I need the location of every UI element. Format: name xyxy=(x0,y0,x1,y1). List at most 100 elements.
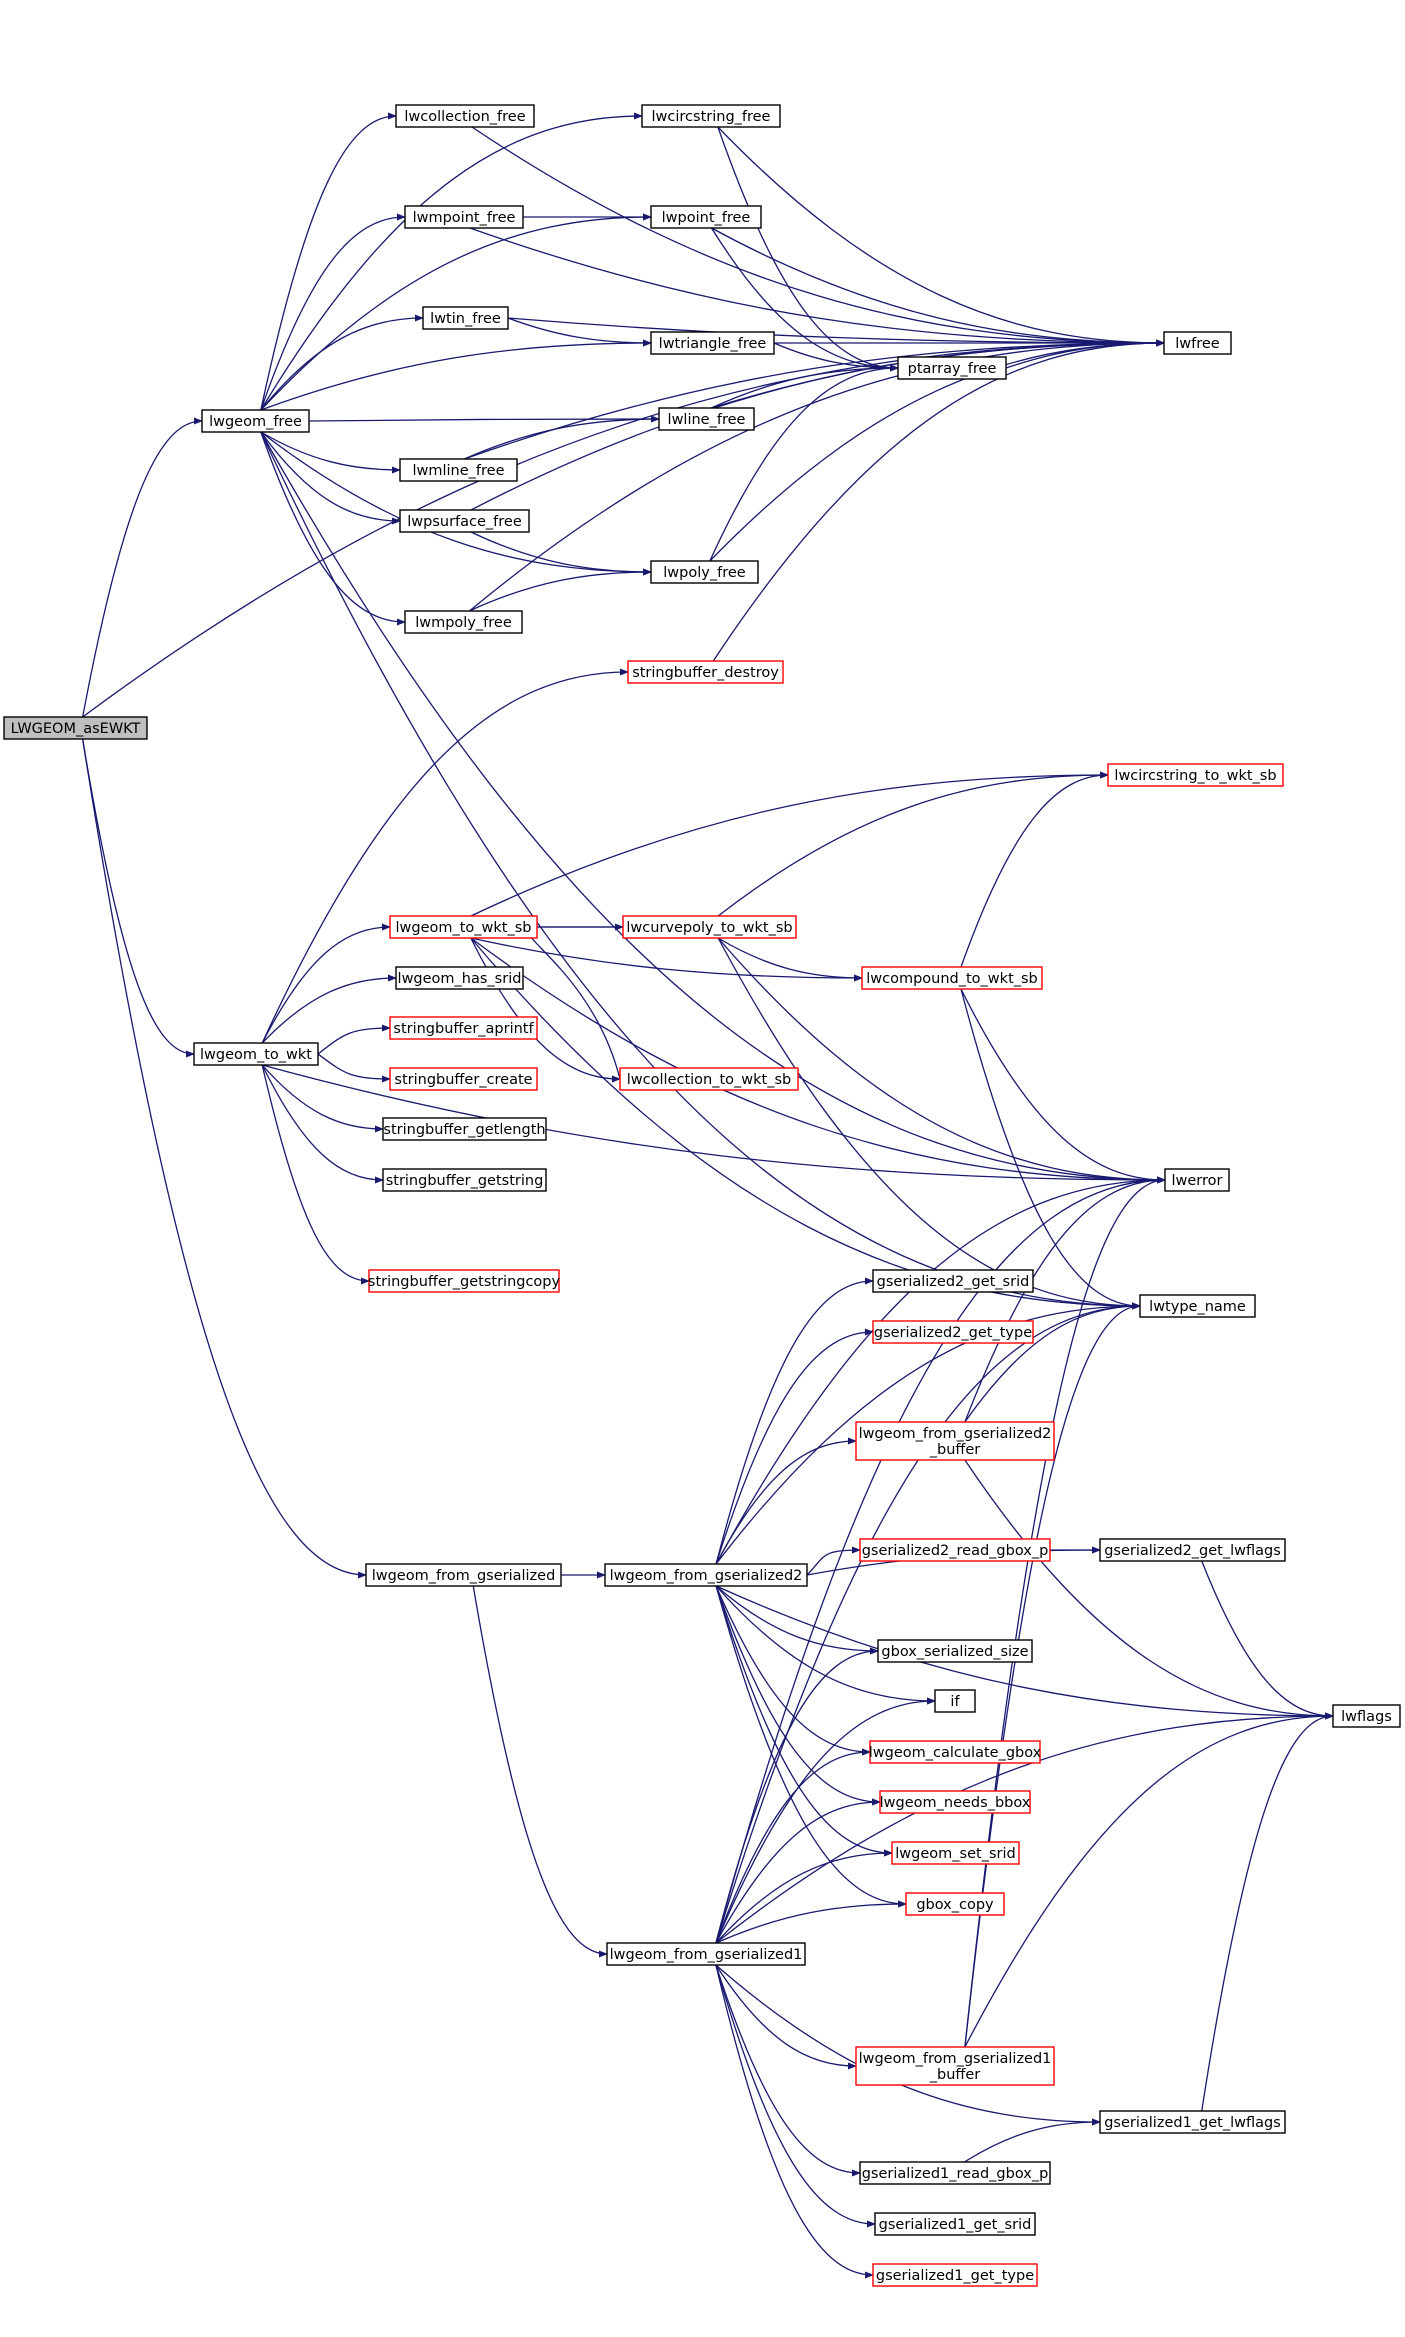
node-lwgeom-to-wkt-sb[interactable]: lwgeom_to_wkt_sb xyxy=(389,915,538,939)
node-label: lwfree xyxy=(1175,336,1220,352)
node-gserialized2-get-lwflags[interactable]: gserialized2_get_lwflags xyxy=(1099,1538,1286,1562)
node-gserialized2-get-srid[interactable]: gserialized2_get_srid xyxy=(872,1269,1034,1293)
node-gserialized1-get-srid[interactable]: gserialized1_get_srid xyxy=(874,2212,1036,2236)
node-lwline-free[interactable]: lwline_free xyxy=(658,407,755,431)
node-box xyxy=(399,458,518,482)
node-lwmpoly-free[interactable]: lwmpoly_free xyxy=(404,610,523,634)
node-lwfree[interactable]: lwfree xyxy=(1163,331,1232,355)
node-box xyxy=(1139,1294,1256,1318)
node-lwpoly-free[interactable]: lwpoly_free xyxy=(650,560,759,584)
node-label: gserialized1_get_type xyxy=(876,2268,1034,2284)
node-lwcurvepoly-to-wkt-sb[interactable]: lwcurvepoly_to_wkt_sb xyxy=(622,915,797,939)
node-box xyxy=(658,407,755,431)
node-box xyxy=(606,1942,806,1966)
node-lwgeom-from-gserialized1[interactable]: lwgeom_from_gserialized1 xyxy=(606,1942,806,1966)
edge-lwgeom-from-gserialized2-to-lwgeom-set-srid xyxy=(715,1585,893,1857)
node-label: lwgeom_calculate_gbox xyxy=(869,1745,1042,1761)
node-gserialized1-read-gbox-p[interactable]: gserialized1_read_gbox_p xyxy=(859,2161,1051,2185)
edge-lwcollection-free-to-lwfree xyxy=(471,126,1165,347)
edge-lwmpoly-free-to-lwpoly-free xyxy=(469,568,652,612)
node-lwcollection-to-wkt-sb[interactable]: lwcollection_to_wkt_sb xyxy=(619,1067,799,1091)
node-lwtype-name[interactable]: lwtype_name xyxy=(1139,1294,1256,1318)
node-label: lwcurvepoly_to_wkt_sb xyxy=(626,920,792,936)
node-lwtin-free[interactable]: lwtin_free xyxy=(422,306,509,330)
node-stringbuffer-getlength[interactable]: stringbuffer_getlength xyxy=(382,1117,547,1141)
node-lwerror[interactable]: lwerror xyxy=(1164,1168,1230,1192)
node-box xyxy=(650,205,762,229)
edge-lwgeom-free-to-lwerror xyxy=(260,431,1166,1184)
edge-lwpoint-free-to-lwfree xyxy=(711,227,1165,347)
edge-lwgeom-free-to-lwcircstring-free xyxy=(260,112,643,411)
node-lwgeom-has-srid[interactable]: lwgeom_has_srid xyxy=(395,966,524,990)
node-label: gserialized1_read_gbox_p xyxy=(862,2166,1049,2182)
node-lwtriangle-free[interactable]: lwtriangle_free xyxy=(650,331,775,355)
node-stringbuffer-getstringcopy[interactable]: stringbuffer_getstringcopy xyxy=(368,1269,561,1293)
node-gserialized1-get-lwflags[interactable]: gserialized1_get_lwflags xyxy=(1099,2110,1286,2134)
node-lwgeom-calculate-gbox[interactable]: lwgeom_calculate_gbox xyxy=(869,1740,1042,1764)
node-box xyxy=(905,1892,1005,1916)
node-label: lwcircstring_to_wkt_sb xyxy=(1114,768,1276,784)
node-label: lwcollection_free xyxy=(404,109,525,125)
node-stringbuffer-getstring[interactable]: stringbuffer_getstring xyxy=(382,1168,547,1192)
node-lwgeom-set-srid[interactable]: lwgeom_set_srid xyxy=(891,1841,1020,1865)
node-gserialized1-get-type[interactable]: gserialized1_get_type xyxy=(872,2263,1038,2287)
edge-lwgeom-to-wkt-sb-to-lwcollection-to-wkt-sb xyxy=(470,937,621,1083)
node-label: gserialized2_get_type xyxy=(874,1325,1032,1341)
edge-lwline-free-to-ptarray-free xyxy=(710,364,899,409)
node-label: stringbuffer_create xyxy=(394,1072,532,1088)
node-gbox-serialized-size[interactable]: gbox_serialized_size xyxy=(877,1639,1033,1663)
node-label: lwgeom_needs_bbox xyxy=(880,1795,1031,1811)
node-lwgeom-needs-bbox[interactable]: lwgeom_needs_bbox xyxy=(879,1790,1031,1814)
node-label: gserialized2_get_srid xyxy=(877,1274,1030,1290)
node-lwmline-free[interactable]: lwmline_free xyxy=(399,458,518,482)
node-box xyxy=(627,660,784,684)
node-lwgeom-from-gserialized2-buffer[interactable]: lwgeom_from_gserialized2_buffer xyxy=(855,1421,1055,1461)
edge-lwgeom-to-wkt-to-stringbuffer-create xyxy=(317,1053,391,1083)
edge-lwgeom-from-gserialized1-to-if xyxy=(715,1697,936,1944)
node-label: gserialized2_read_gbox_p xyxy=(862,1543,1049,1559)
node-ptarray-free[interactable]: ptarray_free xyxy=(897,356,1007,380)
node-label: _buffer xyxy=(929,1442,981,1458)
node-lwgeom-from-gserialized1-buffer[interactable]: lwgeom_from_gserialized1_buffer xyxy=(855,2046,1055,2086)
node-box xyxy=(389,1016,538,1040)
node-box xyxy=(934,1689,976,1713)
node-if[interactable]: if xyxy=(934,1689,976,1713)
node-box xyxy=(874,2212,1036,2236)
node-lwgeom-asewkt[interactable]: LWGEOM_asEWKT xyxy=(3,716,148,740)
node-box xyxy=(382,1168,547,1192)
node-stringbuffer-create[interactable]: stringbuffer_create xyxy=(389,1067,538,1091)
node-lwcircstring-to-wkt-sb[interactable]: lwcircstring_to_wkt_sb xyxy=(1107,763,1284,787)
node-label: lwtriangle_free xyxy=(659,336,767,352)
node-gserialized2-read-gbox-p[interactable]: gserialized2_read_gbox_p xyxy=(859,1538,1051,1562)
edge-lwcompound-to-wkt-sb-to-lwerror xyxy=(960,988,1166,1184)
node-lwmpoint-free[interactable]: lwmpoint_free xyxy=(404,205,524,229)
edge-lwcollection-to-wkt-sb-to-lwgeom-to-wkt-sb xyxy=(526,923,621,1080)
node-lwgeom-free[interactable]: lwgeom_free xyxy=(201,409,310,433)
node-label: lwgeom_from_gserialized1 xyxy=(859,2051,1052,2067)
node-lwpsurface-free[interactable]: lwpsurface_free xyxy=(399,509,530,533)
node-box xyxy=(1099,1538,1286,1562)
node-stringbuffer-aprintf[interactable]: stringbuffer_aprintf xyxy=(389,1016,538,1040)
node-lwflags[interactable]: lwflags xyxy=(1332,1704,1401,1728)
node-label: lwerror xyxy=(1172,1173,1223,1189)
node-box xyxy=(650,331,775,355)
node-lwpoint-free[interactable]: lwpoint_free xyxy=(650,205,762,229)
node-gserialized2-get-type[interactable]: gserialized2_get_type xyxy=(872,1320,1034,1344)
node-lwgeom-from-gserialized[interactable]: lwgeom_from_gserialized xyxy=(365,1563,562,1587)
node-lwcompound-to-wkt-sb[interactable]: lwcompound_to_wkt_sb xyxy=(861,966,1043,990)
node-lwgeom-from-gserialized2[interactable]: lwgeom_from_gserialized2 xyxy=(604,1563,808,1587)
node-stringbuffer-destroy[interactable]: stringbuffer_destroy xyxy=(627,660,784,684)
edge-lwmpoly-free-to-lwfree xyxy=(468,339,1165,612)
edge-lwpoly-free-to-lwfree xyxy=(709,339,1165,562)
node-lwcircstring-free[interactable]: lwcircstring_free xyxy=(641,104,781,128)
node-box xyxy=(399,509,530,533)
node-lwgeom-to-wkt[interactable]: lwgeom_to_wkt xyxy=(193,1042,319,1066)
node-label: lwcircstring_free xyxy=(652,109,771,125)
node-label: lwcompound_to_wkt_sb xyxy=(866,971,1038,987)
node-gbox-copy[interactable]: gbox_copy xyxy=(905,1892,1005,1916)
edge-lwgeom-from-gserialized2-buffer-to-lwerror xyxy=(964,1176,1166,1423)
node-label: if xyxy=(950,1694,960,1710)
node-lwcollection-free[interactable]: lwcollection_free xyxy=(395,104,535,128)
node-label: stringbuffer_aprintf xyxy=(393,1021,534,1037)
